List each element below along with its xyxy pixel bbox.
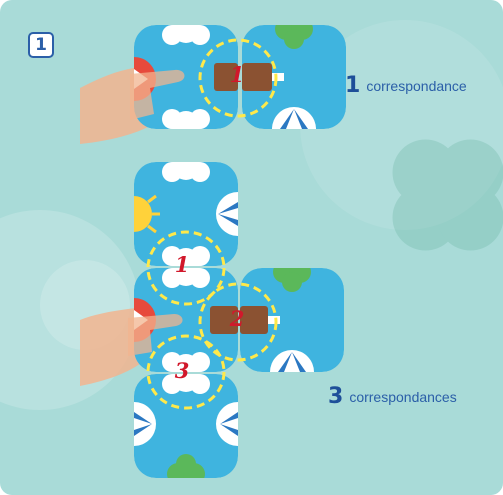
- caption-three-matches: 3 correspondances: [328, 384, 457, 409]
- cloud-icon: [162, 162, 210, 182]
- caption-one-match: 1 correspondance: [345, 73, 467, 98]
- clover-watermark-icon: [373, 120, 503, 270]
- match-count: 1: [345, 73, 360, 98]
- match-count-label: correspondance: [366, 78, 466, 94]
- match-label: 1: [222, 62, 252, 87]
- match-label: 2: [222, 306, 252, 331]
- hand-finger-overlay: [130, 64, 200, 124]
- match-count-label: correspondances: [349, 389, 456, 405]
- match-count: 3: [328, 384, 343, 409]
- step-number-badge: 1: [28, 32, 54, 58]
- match-label: 1: [167, 252, 197, 277]
- match-label: 3: [167, 358, 197, 383]
